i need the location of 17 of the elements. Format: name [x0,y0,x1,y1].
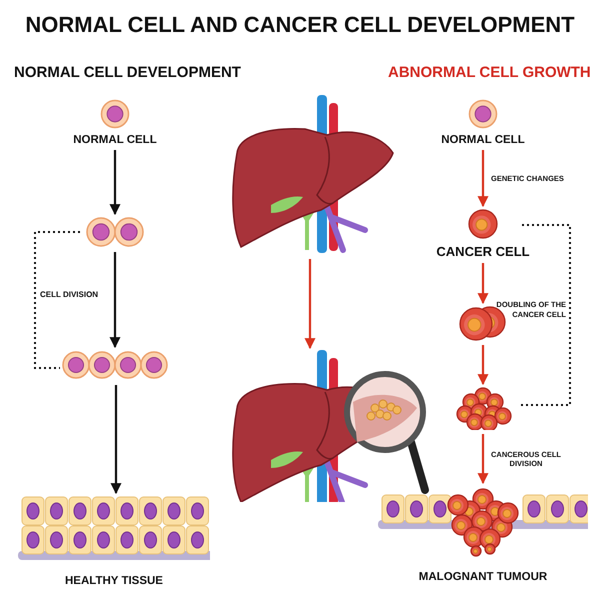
arrow [478,345,488,386]
cell-stage-label: NORMAL CELL [441,134,525,146]
cell-stage-label: CANCER CELL [436,244,530,259]
arrow [110,252,120,348]
section-heading: NORMAL CELL DEVELOPMENT [14,64,241,81]
cell-stage-label: HEALTHY TISSUE [65,575,163,587]
arrow [478,263,488,304]
bracket-label: CELL DIVISION [40,290,98,299]
arrow [478,150,488,208]
cell-stage-label: MALOGNANT TUMOUR [418,571,548,583]
arrow [110,150,120,216]
arrow [478,434,488,484]
arrow [304,259,316,350]
diagram-title: NORMAL CELL AND CANCER CELL DEVELOPMENT [24,12,576,38]
cell-stage-label: NORMAL CELL [73,134,157,146]
arrow [110,385,122,494]
section-heading: ABNORMAL CELL GROWTH [388,64,591,81]
